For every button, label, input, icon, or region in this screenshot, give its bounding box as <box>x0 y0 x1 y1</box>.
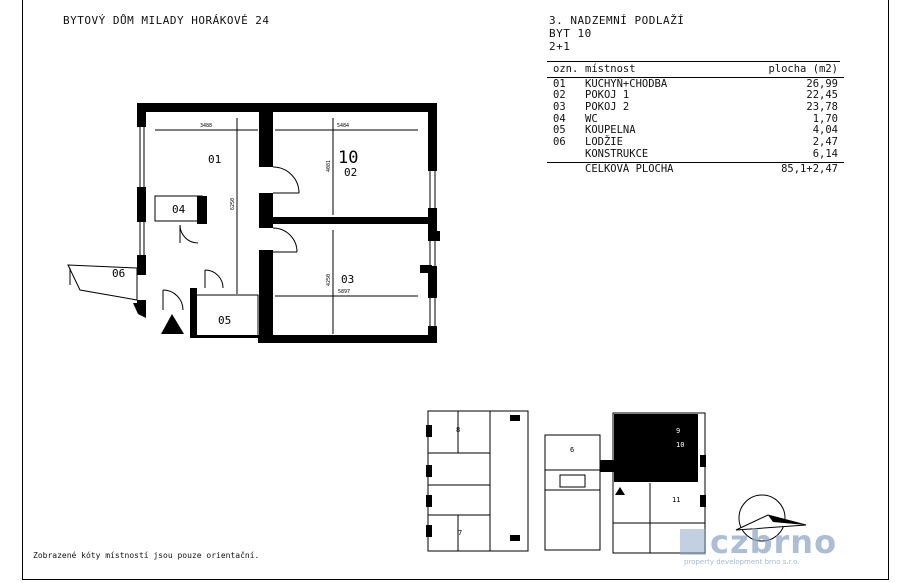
frame-bottom-line <box>22 579 888 580</box>
layout-type: 2+1 <box>549 40 571 53</box>
logo-text: czbrno <box>710 523 838 561</box>
header-area: plocha (m2) <box>768 63 838 75</box>
table-row: 02 POKOJ 1 22,45 <box>553 90 838 102</box>
unit-number: 10 <box>338 148 358 168</box>
header-room: místnost <box>585 63 636 75</box>
keyplan-label: 10 <box>676 441 684 449</box>
table-total-row: CELKOVÁ PLOCHA 85,1+2,47 <box>553 162 838 176</box>
keyplan-label: 7 <box>458 529 462 537</box>
drawing-frame <box>22 0 889 580</box>
dim-text: 6250 <box>230 198 236 210</box>
row-room: KUCHYŇ+CHODBA <box>585 77 668 90</box>
row-room: KOUPELNA <box>585 124 636 137</box>
row-code: 03 <box>553 101 566 114</box>
entrance-marker <box>161 314 184 334</box>
dim-text: 4250 <box>326 274 332 286</box>
table-row: 05 KOUPELNA 4,04 <box>553 125 838 137</box>
row-code: 06 <box>553 136 566 149</box>
keyplan-label: 9 <box>676 427 680 435</box>
highlighted-unit <box>614 414 698 482</box>
key-plan: 8 9 10 6 11 7 <box>426 410 706 554</box>
dim-text: 3488 <box>200 123 212 129</box>
header-code: ozn. <box>553 63 579 75</box>
room-label-06: 06 <box>112 267 125 280</box>
dim-text: 4081 <box>326 160 332 172</box>
row-code: 01 <box>553 77 566 90</box>
building-title: BYTOVÝ DŮM MILADY HORÁKOVÉ 24 <box>63 14 270 27</box>
total-label: CELKOVÁ PLOCHA <box>585 162 674 175</box>
row-area: 22,45 <box>806 89 838 102</box>
row-area: 2,47 <box>812 136 838 149</box>
north-arrow-icon <box>735 494 807 542</box>
keyplan-label: 8 <box>456 426 460 434</box>
table-row: 06 LODŽIE 2,47 <box>553 136 838 149</box>
plan-thin-lines <box>67 118 436 338</box>
table-row: 04 WC 1,70 <box>553 112 838 126</box>
loggia-door-marker <box>133 303 146 318</box>
table-top-rule <box>547 61 840 62</box>
table-row: KONSTRUKCE 6,14 <box>553 147 838 161</box>
row-area: 4,04 <box>812 124 838 137</box>
row-code: 02 <box>553 89 566 102</box>
row-area: 23,78 <box>806 101 838 114</box>
total-area: 85,1+2,47 <box>781 162 838 175</box>
company-logo: czbrno property development brno s.r.o. <box>680 523 837 566</box>
row-room: POKOJ 2 <box>585 101 630 114</box>
room-table: ozn. místnost plocha (m2) 01 KUCHYŇ+CHODB… <box>547 63 844 176</box>
room-label-05: 05 <box>218 314 231 327</box>
floor-label: 3. NADZEMNÍ PODLAŽÍ <box>549 14 685 27</box>
disclaimer-note: Zobrazené kóty místností jsou pouze orie… <box>33 551 260 560</box>
row-room: LODŽIE <box>585 136 623 149</box>
table-header: ozn. místnost plocha (m2) <box>553 63 838 76</box>
keyplan-label: 6 <box>570 446 574 454</box>
row-room: POKOJ 1 <box>585 89 630 102</box>
dim-text: 5897 <box>338 289 350 295</box>
row-area: 26,99 <box>806 77 838 90</box>
logo-tagline: property development brno s.r.o. <box>684 558 800 566</box>
room-label-02: 02 <box>344 166 357 179</box>
row-area: 6,14 <box>812 147 838 160</box>
keyplan-label: 11 <box>672 496 680 504</box>
logo-mark-icon <box>680 529 706 555</box>
total-rule <box>547 161 844 163</box>
unit-label: BYT 10 <box>549 27 592 40</box>
row-code: 04 <box>553 112 566 125</box>
header-rule <box>547 76 844 78</box>
table-row: 03 POKOJ 2 23,78 <box>553 101 838 114</box>
row-code: 05 <box>553 124 566 137</box>
room-label-03: 03 <box>341 273 354 286</box>
room-label-04: 04 <box>172 203 186 216</box>
table-row: 01 KUCHYŇ+CHODBA 26,99 <box>553 77 838 91</box>
row-area: 1,70 <box>812 112 838 125</box>
dim-text: 5484 <box>337 123 349 129</box>
row-room: WC <box>585 112 598 125</box>
row-room: KONSTRUKCE <box>585 147 649 160</box>
room-label-01: 01 <box>208 153 221 166</box>
